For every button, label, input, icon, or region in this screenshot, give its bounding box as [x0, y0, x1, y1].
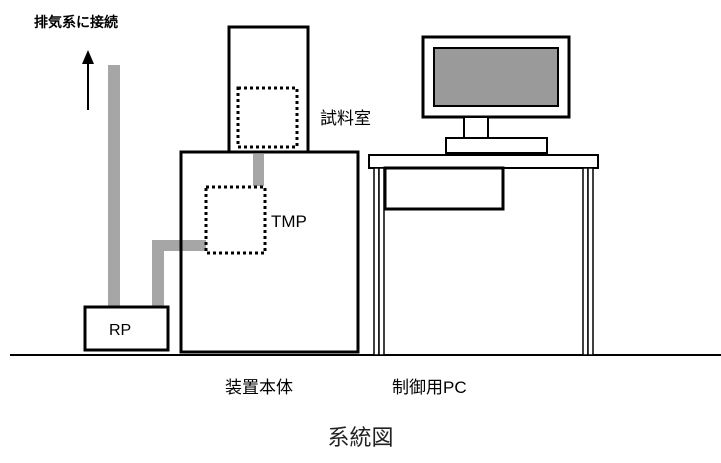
control-pc-label: 制御用PC [392, 378, 467, 397]
desk-top [368, 154, 599, 169]
figure-caption: 系統図 [327, 425, 394, 450]
pc-monitor [421, 35, 571, 154]
desk-drawer [383, 166, 505, 211]
tmp-label: TMP [271, 212, 307, 231]
pipes [108, 65, 264, 307]
exhaust-pipe [108, 65, 120, 307]
desk-leg-right-inner [587, 167, 594, 356]
exhaust-label: 排気系に接続 [34, 14, 118, 30]
desk-leg-left-inner [378, 167, 385, 356]
chamber-to-tmp-pipe [253, 154, 264, 186]
monitor-neck [463, 116, 489, 139]
rp-box [83, 305, 170, 352]
rp-to-tmp-pipe-vertical [152, 240, 164, 307]
monitor-screen [433, 47, 559, 107]
rp-label: RP [109, 322, 132, 339]
rp-to-tmp-pipe-horizontal [152, 240, 206, 251]
tmp-dotted [204, 185, 267, 255]
sample-chamber-label: 試料室 [320, 109, 371, 128]
monitor-stand [445, 137, 548, 154]
sample-chamber-dotted [236, 86, 299, 149]
main-unit-label: 装置本体 [225, 378, 293, 397]
pc-desk [368, 154, 599, 356]
exhaust-arrow [82, 50, 94, 110]
